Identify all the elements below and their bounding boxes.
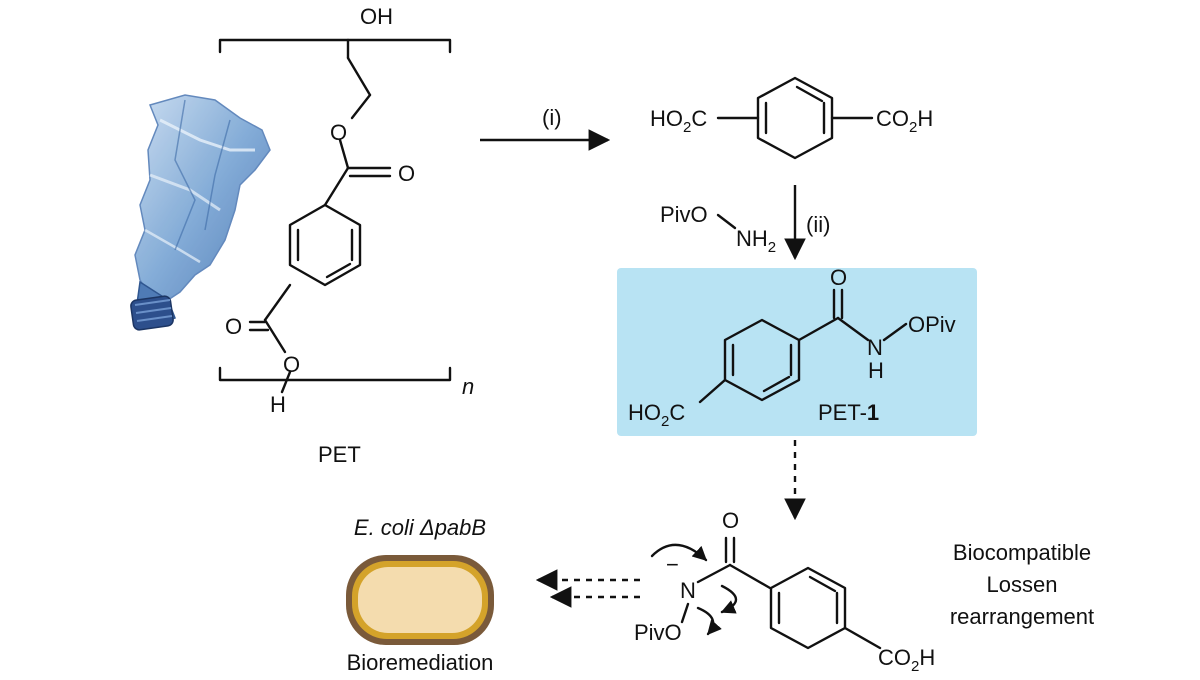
step-i-label: (i) xyxy=(542,105,562,130)
pet-lower-carbonyl-o-label: O xyxy=(225,314,242,339)
step-i-arrow: (i) xyxy=(480,105,611,151)
lossen-intermediate: O − N PivO CO2H xyxy=(634,508,935,675)
repeat-unit-n: n xyxy=(462,374,474,399)
pet-carbonyl-o-label: O xyxy=(398,161,415,186)
tpa-right-label: CO2H xyxy=(876,106,933,136)
pet-1-label: PET-1 xyxy=(818,400,879,425)
pet-1-h-label: H xyxy=(868,358,884,383)
lossen-caption: Biocompatible Lossen rearrangement xyxy=(950,540,1094,629)
pet-lower-h-label: H xyxy=(270,392,286,417)
bioremediation-label: Bioremediation xyxy=(347,650,494,675)
lossen-caption-line-1: Biocompatible xyxy=(953,540,1091,565)
ecoli-label: E. coli ΔpabB xyxy=(354,515,486,540)
pet-1-n-label: N xyxy=(867,335,883,360)
reagent-nh2-label: NH2 xyxy=(736,226,776,256)
pet-structure: OH O O O O H n PET xyxy=(218,4,474,467)
pet-1-o-label: O xyxy=(830,265,847,290)
bacterium-cell-icon xyxy=(346,555,494,645)
reagent-pivo-label: PivO xyxy=(660,202,708,227)
pet-1-acid-label: HO2C xyxy=(628,400,685,430)
pet-oh-label: OH xyxy=(360,4,393,29)
lossen-minus-label: − xyxy=(666,552,679,577)
plastic-bottle-icon xyxy=(130,94,271,331)
step-ii-arrow: (ii) PivO NH2 xyxy=(660,185,830,261)
lossen-n-label: N xyxy=(680,578,696,603)
lossen-caption-line-2: Lossen xyxy=(987,572,1058,597)
lossen-o-label: O xyxy=(722,508,739,533)
pet-1-opiv-label: OPiv xyxy=(908,312,956,337)
terephthalic-acid: HO2C CO2H xyxy=(650,76,933,160)
pet-ether-o-label: O xyxy=(330,120,347,145)
step-ii-label: (ii) xyxy=(806,212,830,237)
pet-1-box: O N H OPiv HO2C PET-1 xyxy=(617,265,977,436)
pet-lower-o-label: O xyxy=(283,352,300,377)
pet-label: PET xyxy=(318,442,361,467)
lossen-pivo-label: PivO xyxy=(634,620,682,645)
lossen-acid-label: CO2H xyxy=(878,645,935,675)
lossen-caption-line-3: rearrangement xyxy=(950,604,1094,629)
dashed-arrows-left xyxy=(535,569,640,608)
tpa-left-label: HO2C xyxy=(650,106,707,136)
